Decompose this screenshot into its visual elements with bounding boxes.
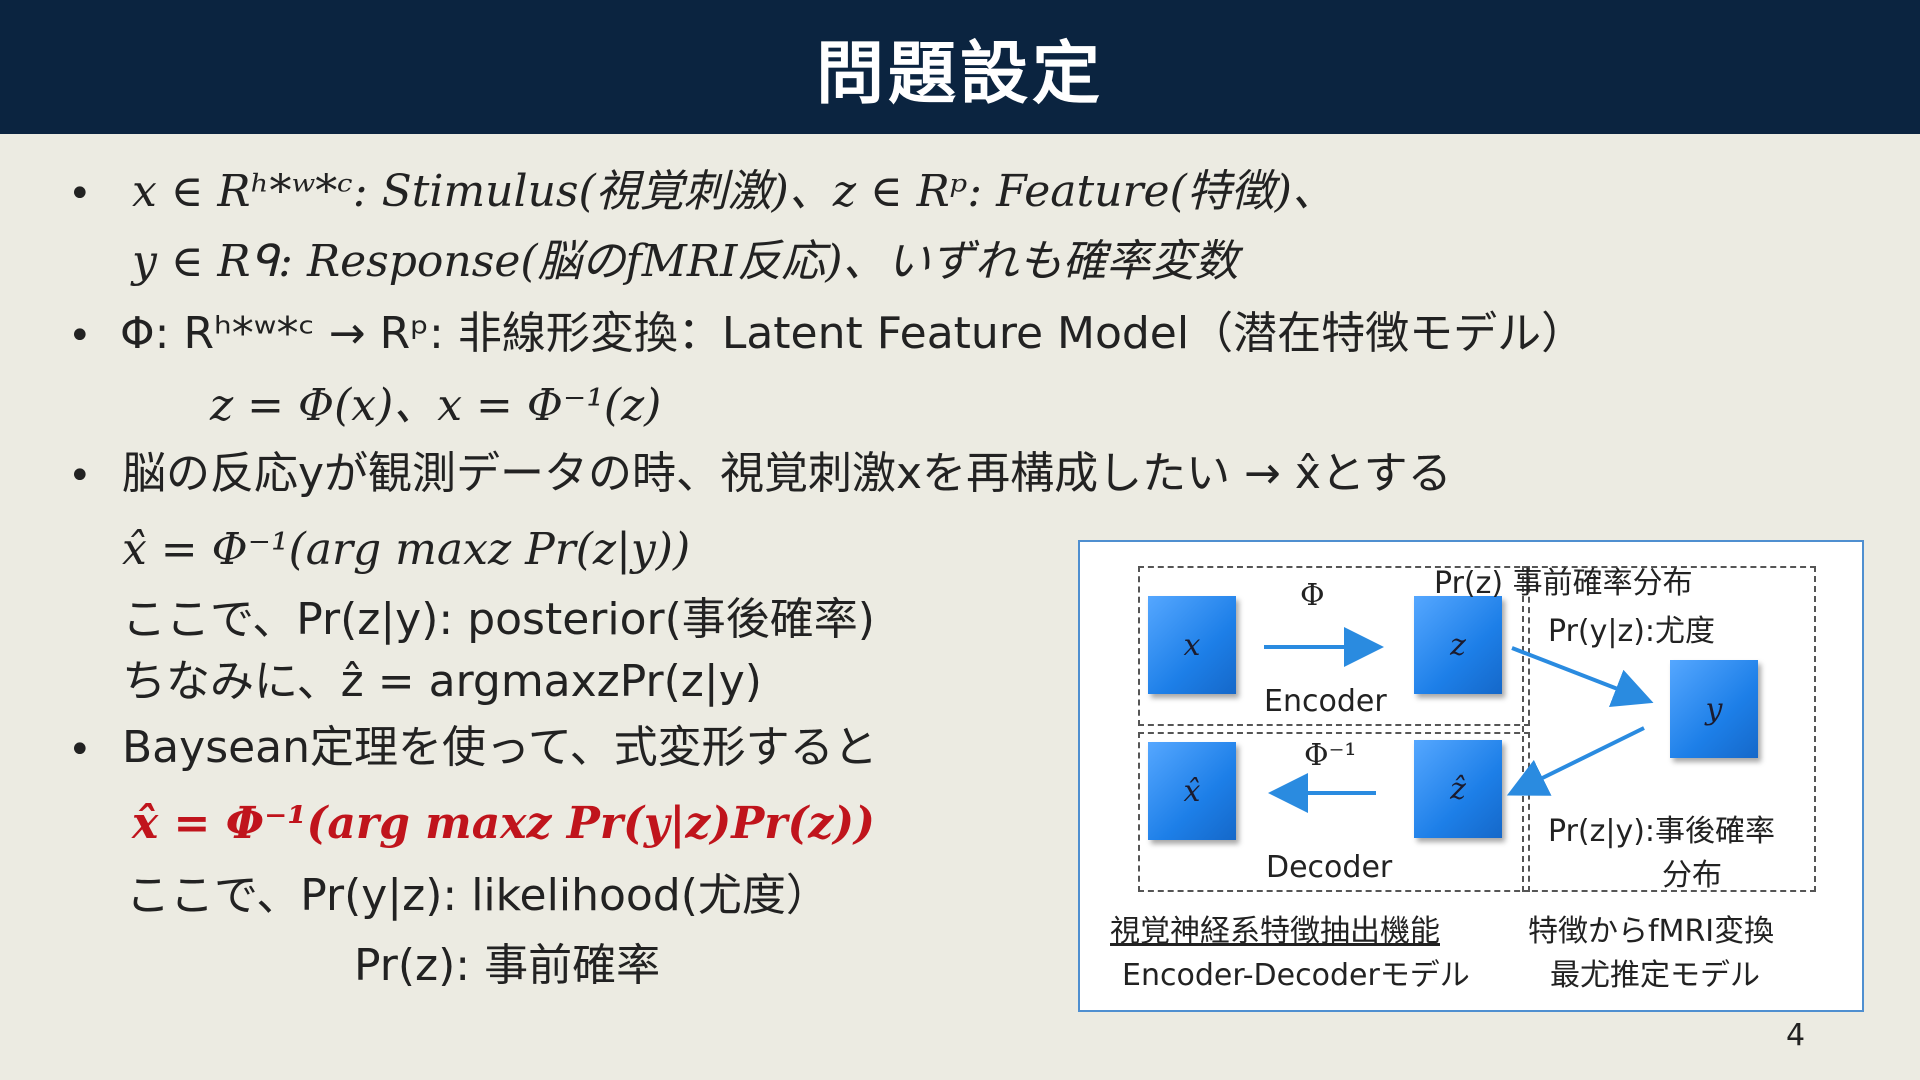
fmri-region [1522, 566, 1816, 892]
decoder-region [1138, 732, 1530, 892]
bullet-marker: • [68, 453, 92, 499]
bullet-4-line-1: Baysean定理を使って、式変形すると [122, 722, 878, 773]
bullet-3-line-4: ちなみに、ẑ = argmaxzPr(z|y) [122, 656, 762, 707]
node-x-hat: x̂ [1148, 742, 1236, 840]
bullet-1-line-1: x ∈ Rʰ*ʷ*ᶜ: Stimulus(視覚刺激)、z ∈ Rᵖ: Featu… [132, 166, 1336, 217]
z-to-y-arrow [1511, 646, 1654, 708]
node-y: y [1670, 660, 1758, 758]
phi-label: Φ [1300, 578, 1325, 613]
node-z-hat: ẑ [1414, 740, 1502, 838]
right-caption-1: 特徴からfMRI変換 [1528, 914, 1775, 949]
bullet-marker: • [68, 171, 92, 217]
bullet-2-line-1: Φ: Rʰ*ʷ*ᶜ → Rᵖ: 非線形変換：Latent Feature Mod… [120, 308, 1586, 359]
bullet-4-line-2: x̂ = Φ⁻¹(arg maxz Pr(y|z)Pr(z)) [132, 798, 875, 849]
bullet-2-line-2: z = Φ(x)、x = Φ⁻¹(z) [210, 380, 662, 431]
bullet-4-line-4: Pr(z): 事前確率 [354, 940, 661, 991]
bullet-3-line-2: x̂ = Φ⁻¹(arg maxz Pr(z|y)) [122, 524, 691, 575]
encoder-decoder-diagram: x z y x̂ ẑ Φ Φ⁻¹ Encoder Decoder Pr(z) 事… [1078, 540, 1864, 1012]
title-bar: 問題設定 [0, 0, 1920, 134]
left-caption-2: Encoder-Decoderモデル [1122, 958, 1470, 993]
bullet-marker: • [68, 313, 92, 359]
bullet-3-line-3: ここで、Pr(z|y): posterior(事後確率) [122, 594, 875, 645]
phi-inverse-label: Φ⁻¹ [1304, 738, 1357, 773]
bullet-3-line-1: 脳の反応yが観測データの時、視覚刺激xを再構成したい → x̂とする [122, 448, 1452, 499]
prior-distribution-label: Pr(z) 事前確率分布 [1434, 566, 1693, 601]
bullet-marker: • [68, 727, 92, 773]
bullet-4-line-3: ここで、Pr(y|z): likelihood(尤度） [126, 870, 830, 921]
decoder-label: Decoder [1266, 850, 1393, 885]
encoder-region [1138, 566, 1530, 726]
slide-title: 問題設定 [815, 34, 1104, 114]
likelihood-label: Pr(y|z):尤度 [1548, 614, 1716, 649]
encoder-label: Encoder [1264, 684, 1387, 719]
bullet-1-line-2: y ∈ Rᑫ: Response(脳のfMRI反応)、いずれも確率変数 [132, 236, 1239, 287]
posterior-label-line-1: Pr(z|y):事後確率 [1548, 814, 1776, 849]
node-z: z [1414, 596, 1502, 694]
node-x: x [1148, 596, 1236, 694]
diagram-arrows [1264, 627, 1654, 813]
posterior-label-line-2: 分布 [1662, 858, 1722, 893]
right-caption-2: 最尤推定モデル [1550, 958, 1760, 993]
left-caption-1: 視覚神経系特徴抽出機能 [1110, 914, 1440, 949]
page-number: 4 [1786, 1018, 1806, 1053]
y-to-zhat-arrow [1506, 726, 1645, 796]
